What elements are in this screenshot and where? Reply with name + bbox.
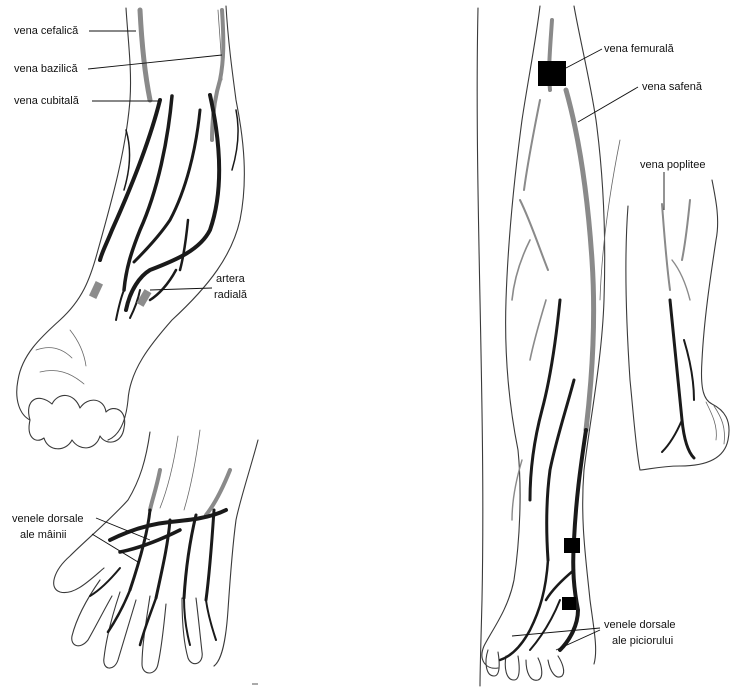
- calf-drawing: [626, 180, 729, 470]
- label-basilic-text: vena bazilică: [14, 63, 78, 75]
- label-cephalic-text: vena cefalică: [14, 25, 79, 37]
- leader-basilic: [88, 55, 222, 69]
- femoral-marker: [538, 61, 566, 86]
- label-cubital-text: vena cubitală: [14, 95, 80, 107]
- hand-drawing: [54, 430, 258, 673]
- label-hand-dorsal-line2: ale mâinii: [20, 529, 66, 541]
- label-cubital: vena cubitală: [14, 95, 160, 107]
- leg-drawing: [477, 6, 620, 686]
- label-foot-dorsal-line1: venele dorsale: [604, 619, 676, 631]
- label-femoral-text: vena femurală: [604, 43, 675, 55]
- label-radial-artery-line2: radială: [214, 289, 248, 301]
- label-hand-dorsal-line1: venele dorsale: [12, 513, 84, 525]
- label-cephalic: vena cefalică: [14, 25, 136, 37]
- label-radial-artery-line1: artera: [216, 273, 246, 285]
- leader-saphenous: [578, 87, 638, 122]
- leader-foot-dorsal-2: [556, 630, 600, 650]
- leader-foot-dorsal-1: [512, 628, 600, 636]
- ankle-marker-upper: [564, 538, 580, 553]
- label-saphenous-text: vena safenă: [642, 81, 703, 93]
- label-popliteal-text: vena poplitee: [640, 159, 705, 171]
- label-basilic: vena bazilică: [14, 55, 222, 75]
- label-saphenous: vena safenă: [578, 81, 703, 122]
- label-foot-dorsal-line2: ale piciorului: [612, 635, 673, 647]
- label-popliteal: vena poplitee: [640, 159, 705, 210]
- ankle-marker-lower: [562, 597, 576, 610]
- label-hand-dorsal: venele dorsale ale mâinii: [12, 513, 150, 562]
- leader-femoral: [566, 49, 602, 68]
